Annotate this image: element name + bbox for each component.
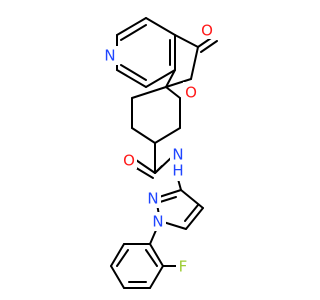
n-amide-bg [170,145,187,164]
bond-phenyl-3 [110,265,125,289]
bond-cyclohexane-3 [131,127,156,144]
bond-carbonyl-o-1 [135,159,156,174]
bond-phenyl-6 [149,243,164,267]
h-amide-bg [170,162,187,181]
bond-pyrazole-inner-1 [184,204,199,222]
bond-pyrazole-inner-2 [159,196,177,203]
bond-carbonyl-2 [200,40,218,53]
bond-pyridine-1 [116,17,147,36]
bond-cyclohexane-4 [154,127,181,144]
n-pyridine-bg [103,46,118,65]
bond-cyclohexane-1 [131,86,167,99]
f-fluoro-bg [176,257,191,276]
bond-phenyl-inner-3 [145,249,158,267]
o-ring-bg [183,82,199,101]
bond-phenyl-2 [110,243,125,267]
bond-lactone-3 [165,78,192,88]
bond-pyrazole-2 [185,207,204,230]
o-ring-label: O [185,84,197,102]
bond-pyridine-4 [145,69,176,88]
bond-amide-n [154,156,173,174]
f-fluoro-label: F [179,258,188,276]
n-pyrazole-1-bg [150,212,166,231]
n-amide-label: N [172,146,183,164]
molecule-canvas: N O O N H O N N F [103,17,218,289]
o-carbonyl-label: O [201,22,213,40]
o-amide-bg [121,150,137,169]
atom-labels-layer: N O O N H O N N F [103,20,215,276]
molecule-structure: N O O N H O N N F [103,17,218,289]
n-pyridine-label: N [104,47,115,65]
bond-pyrazole-1 [180,189,204,209]
bond-lactone-4 [165,69,176,88]
bond-pyridine-inner-3 [120,64,147,81]
n-pyrazole-2-label: N [147,190,158,208]
n-pyrazole-1-label: N [152,213,163,231]
bond-lactone-2 [190,46,199,80]
bond-pyridine-5 [116,69,147,88]
o-amide-label: O [123,152,135,170]
bond-phenyl-5 [149,265,164,289]
bond-phenyl-inner-1 [116,249,129,267]
n-pyrazole-2-bg [145,189,161,208]
bond-pyridine-inner-1 [120,24,147,41]
bond-pyridine-2 [145,17,176,36]
bond-cyclohexane-6 [165,86,181,99]
bond-lactone-1 [174,34,199,48]
o-carbonyl-bg [199,20,215,39]
h-amide-label: H [172,162,183,180]
